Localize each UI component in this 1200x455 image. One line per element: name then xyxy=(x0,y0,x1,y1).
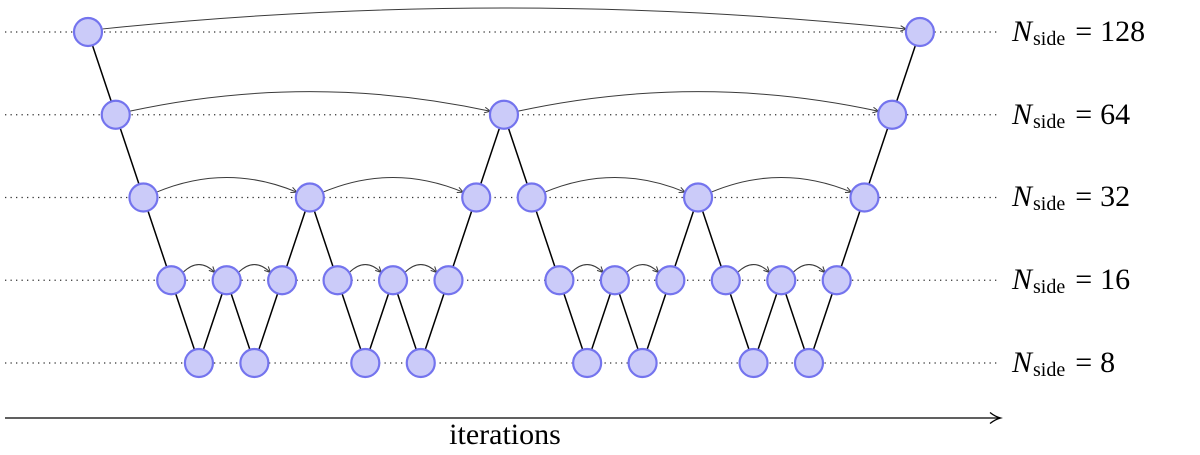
skip-arrow-curve xyxy=(792,264,826,273)
skip-arrow-16 xyxy=(182,264,216,274)
label-relation: = xyxy=(1075,346,1093,379)
node-nside-32 xyxy=(849,182,880,213)
node-nside-16 xyxy=(710,265,741,296)
label-value: 32 xyxy=(1100,180,1131,213)
node-nside-128 xyxy=(72,16,104,48)
node-nside-32 xyxy=(516,182,547,213)
label-symbol: N xyxy=(1012,180,1033,213)
node-nside-16 xyxy=(211,265,242,296)
label-value: 128 xyxy=(1100,15,1146,48)
level-label-8: Nside =8 xyxy=(1012,346,1116,382)
skip-arrow-curve xyxy=(156,177,298,193)
skip-arrow-32 xyxy=(156,177,298,194)
node-nside-8 xyxy=(183,347,215,379)
label-symbol: N xyxy=(1012,346,1033,379)
skip-arrow-curve xyxy=(182,264,216,273)
node-nside-32 xyxy=(294,182,325,213)
iterations-axis-label: iterations xyxy=(449,418,561,451)
skip-arrow-curve xyxy=(348,264,382,273)
skip-arrow-32 xyxy=(544,177,687,194)
node-nside-8 xyxy=(405,347,436,379)
node-nside-64 xyxy=(488,99,520,130)
node-nside-16 xyxy=(821,265,852,296)
skip-arrow-16 xyxy=(792,264,826,274)
node-nside-64 xyxy=(100,99,131,130)
label-value: 16 xyxy=(1100,263,1131,296)
skip-arrow-curve xyxy=(710,177,852,193)
label-symbol: N xyxy=(1012,98,1033,131)
skip-arrow-curve xyxy=(237,264,271,273)
node-nside-32 xyxy=(682,182,714,213)
node-nside-16 xyxy=(544,265,575,296)
label-value: 8 xyxy=(1100,346,1116,379)
skip-arrow-16 xyxy=(570,264,604,274)
skip-arrow-32 xyxy=(710,177,853,194)
node-nside-8 xyxy=(793,347,825,379)
node-nside-16 xyxy=(267,265,298,296)
label-subscript: side xyxy=(1033,193,1066,215)
label-subscript: side xyxy=(1033,276,1066,298)
skip-arrow-curve xyxy=(626,264,659,273)
skip-arrow-curve xyxy=(570,264,604,273)
iterations-axis-arrow xyxy=(5,411,1003,425)
label-symbol: N xyxy=(1012,263,1033,296)
skip-arrow-16 xyxy=(404,264,438,274)
node-nside-8 xyxy=(350,347,381,379)
level-label-128: Nside =128 xyxy=(1012,15,1146,51)
level-label-32: Nside =32 xyxy=(1012,180,1131,216)
node-nside-8 xyxy=(572,347,603,379)
skip-arrow-curve xyxy=(129,91,491,112)
iterations-axis-arrowhead xyxy=(989,411,1003,425)
skip-arrow-16 xyxy=(348,264,383,274)
transition-edges xyxy=(87,31,921,364)
skip-arrow-16 xyxy=(626,264,660,274)
skip-arrow-curve xyxy=(404,264,438,273)
label-symbol: N xyxy=(1012,15,1033,48)
node-nside-8 xyxy=(738,347,769,379)
skip-arrow-128 xyxy=(101,7,908,32)
skip-arrow-curve xyxy=(101,7,907,30)
label-subscript: side xyxy=(1033,359,1066,381)
node-nside-16 xyxy=(377,265,409,296)
label-relation: = xyxy=(1075,263,1093,296)
node-nside-128 xyxy=(904,16,936,48)
node-nside-16 xyxy=(599,265,630,296)
label-relation: = xyxy=(1075,98,1093,131)
skip-arrow-32 xyxy=(322,177,465,194)
node-nside-32 xyxy=(128,182,159,213)
label-subscript: side xyxy=(1033,111,1066,133)
skip-arrow-64 xyxy=(129,91,492,114)
label-relation: = xyxy=(1075,180,1093,213)
node-nside-8 xyxy=(627,347,658,379)
level-label-16: Nside =16 xyxy=(1012,263,1131,299)
label-subscript: side xyxy=(1033,28,1066,50)
skip-arrow-curve xyxy=(737,264,770,273)
level-label-64: Nside =64 xyxy=(1012,98,1131,134)
label-value: 64 xyxy=(1100,98,1131,131)
node-nside-16 xyxy=(433,265,464,296)
level-nodes xyxy=(72,16,936,379)
skip-arrow-curve xyxy=(517,91,879,112)
skip-arrows xyxy=(101,7,908,274)
node-nside-64 xyxy=(877,99,908,130)
skip-arrow-curve xyxy=(544,177,686,193)
skip-arrow-16 xyxy=(737,264,771,274)
skip-arrow-curve xyxy=(322,177,464,193)
node-nside-16 xyxy=(655,265,686,296)
node-nside-16 xyxy=(156,265,187,296)
skip-arrow-16 xyxy=(237,264,272,274)
node-nside-32 xyxy=(461,182,492,213)
node-nside-16 xyxy=(766,265,797,296)
label-relation: = xyxy=(1075,15,1093,48)
skip-arrow-64 xyxy=(517,91,880,114)
node-nside-8 xyxy=(239,347,270,379)
node-nside-16 xyxy=(322,265,353,296)
